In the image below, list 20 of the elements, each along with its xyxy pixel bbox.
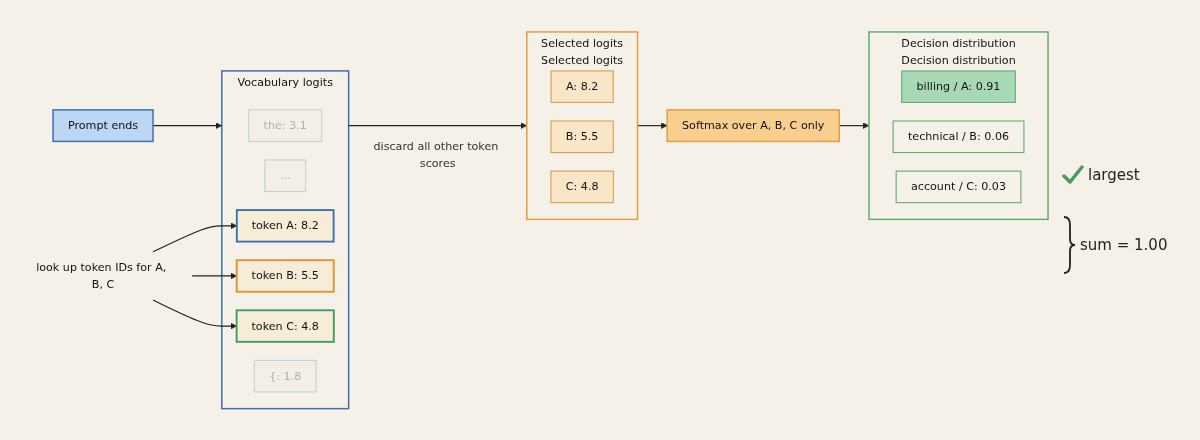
node-text: look up token IDs for A, B, C [36,260,167,291]
node-box: token C: 4.8 [235,309,335,343]
node-box: Softmax over A, B, C only [666,108,840,142]
node-box: token B: 5.5 [235,258,335,293]
node-box: billing / A: 0.91 [901,70,1016,103]
edge-label: discard all other token scores [373,139,499,170]
node-box: technical / B: 0.06 [892,120,1025,153]
node-box: the: 3.1 [248,109,323,142]
node-box: {: 1.8 [253,359,317,393]
arrow [191,272,237,279]
node-box: A: 8.2 [550,70,614,103]
arrow [152,299,237,330]
note-text: largest [1088,166,1140,184]
node-box: … [264,159,307,192]
node-box: token A: 8.2 [235,208,335,243]
node-box: Prompt ends [52,108,154,142]
node-box: B: 5.5 [550,120,614,153]
node-box: account / C: 0.03 [895,170,1022,203]
node-box: C: 4.8 [550,170,614,203]
note-text: sum = 1.00 [1080,236,1168,254]
